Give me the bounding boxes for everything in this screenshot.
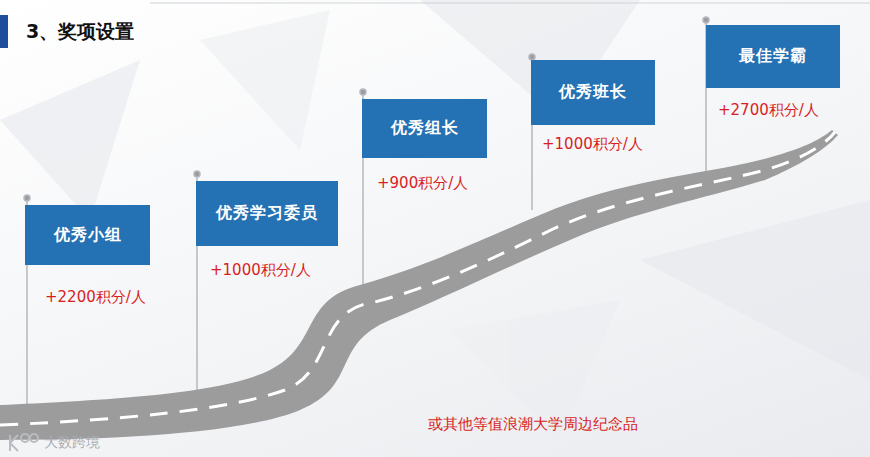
points-value: +900积分/人 xyxy=(377,174,468,193)
points-value: +2200积分/人 xyxy=(45,288,146,307)
slide-title: 3、奖项设置 xyxy=(26,19,134,45)
points-value: +2700积分/人 xyxy=(718,101,819,120)
award-name: 优秀组长 xyxy=(391,118,459,139)
watermark-logo xyxy=(10,434,38,451)
award-flag: 最佳学霸 xyxy=(706,25,840,88)
award-flag: 优秀小组 xyxy=(25,205,150,265)
award-name: 优秀学习委员 xyxy=(216,203,318,224)
top-rule xyxy=(150,3,870,4)
award-flag: 优秀组长 xyxy=(362,99,487,158)
watermark: 大数跨境 xyxy=(44,434,100,452)
footnote: 或其他等值浪潮大学周边纪念品 xyxy=(428,415,638,434)
award-name: 优秀小组 xyxy=(54,225,122,246)
points-value: +1000积分/人 xyxy=(542,135,643,154)
title-bar xyxy=(0,15,8,48)
award-flag: 优秀班长 xyxy=(531,60,655,125)
road xyxy=(0,130,838,440)
award-name: 优秀班长 xyxy=(559,82,627,103)
points-value: +1000积分/人 xyxy=(210,261,311,280)
award-name: 最佳学霸 xyxy=(739,46,807,67)
faint-facets xyxy=(0,0,870,440)
award-flag: 优秀学习委员 xyxy=(196,181,338,246)
